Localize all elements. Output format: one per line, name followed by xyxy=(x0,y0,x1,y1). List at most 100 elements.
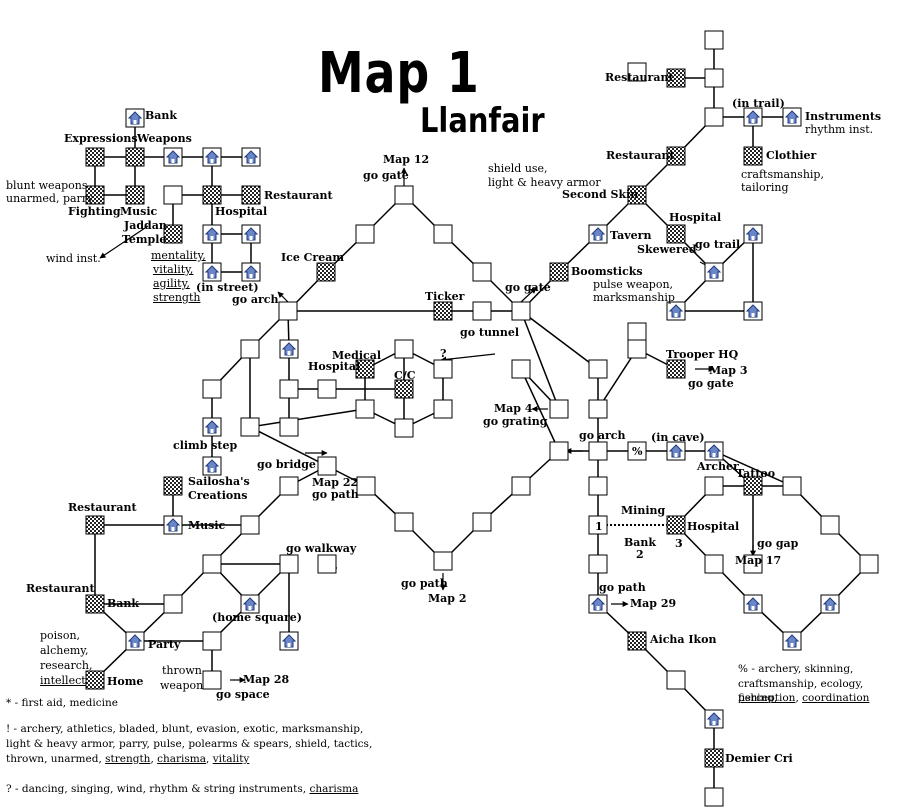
building-room xyxy=(820,594,840,614)
room xyxy=(433,224,453,244)
checkered-cell xyxy=(549,262,569,282)
house-icon xyxy=(745,304,761,318)
room xyxy=(588,399,608,419)
house-door xyxy=(751,236,755,240)
label-vitality: vitality, xyxy=(153,263,194,276)
shop-room xyxy=(85,594,105,614)
room xyxy=(549,441,569,461)
room-cell xyxy=(820,515,840,535)
house-door xyxy=(828,606,832,610)
label-num1: 1 xyxy=(595,520,603,533)
label-home-square: (home square) xyxy=(212,611,303,624)
label-sailosha: Sailosha's xyxy=(188,475,250,488)
checkered-cell xyxy=(433,301,453,321)
label-instruments: Instruments xyxy=(805,110,882,123)
map-path xyxy=(520,310,560,410)
room-cell xyxy=(511,359,531,379)
building-room xyxy=(202,224,222,244)
room xyxy=(202,631,222,651)
shop-room xyxy=(355,359,375,379)
checkered-cell xyxy=(163,224,183,244)
house-icon xyxy=(281,634,297,648)
room xyxy=(394,512,414,532)
label-go-gate-right: go gate xyxy=(688,377,734,390)
checkered-cell xyxy=(666,146,686,166)
room xyxy=(163,594,183,614)
label-go-arch-right: go arch xyxy=(579,429,626,442)
label-restaurant-ll2: Restaurant xyxy=(26,582,95,595)
room xyxy=(240,515,260,535)
room xyxy=(627,322,647,342)
label-hospital-top: Hospital xyxy=(215,205,268,218)
house-icon xyxy=(668,304,684,318)
room-cell xyxy=(202,631,222,651)
label-mining: Mining xyxy=(621,504,666,517)
legend-bang-vitality: vitality xyxy=(212,753,250,765)
shop-room xyxy=(241,185,261,205)
legend-bang-line3-text: thrown, unarmed, xyxy=(6,753,106,765)
room-cell xyxy=(356,476,376,496)
room xyxy=(202,670,222,690)
label-tattoo: Tattoo xyxy=(736,467,776,480)
house-icon xyxy=(745,110,761,124)
label-ticker: Ticker xyxy=(425,290,465,303)
label-jaddan: Jaddan xyxy=(124,219,167,232)
room-cell xyxy=(433,224,453,244)
room-cell xyxy=(317,554,337,574)
label-cc: C/C xyxy=(394,369,416,382)
room-cell xyxy=(163,185,183,205)
label-light-heavy: light & heavy armor xyxy=(488,176,601,189)
label-bank2: Bank xyxy=(624,536,657,549)
label-map12: Map 12 xyxy=(383,153,430,166)
checkered-cell xyxy=(743,146,763,166)
map-title: Map 1 xyxy=(318,41,480,106)
room-cell xyxy=(782,476,802,496)
room xyxy=(279,417,299,437)
label-go-path-29: go path xyxy=(599,581,646,594)
building-room xyxy=(666,301,686,321)
room-cell xyxy=(279,417,299,437)
house-icon xyxy=(745,597,761,611)
room xyxy=(279,476,299,496)
room-cell xyxy=(859,554,879,574)
building-room xyxy=(704,709,724,729)
building-room xyxy=(125,631,145,651)
building-room xyxy=(743,224,763,244)
room xyxy=(433,399,453,419)
label-num2: 2 xyxy=(636,548,644,561)
checkered-cell xyxy=(394,379,414,399)
room xyxy=(627,339,647,359)
house-door xyxy=(210,274,214,278)
building-room xyxy=(743,107,763,127)
house-icon xyxy=(243,150,259,164)
legend-pct-sep: , xyxy=(795,692,803,704)
house-icon xyxy=(784,634,800,648)
label-go-grating: go grating xyxy=(483,415,548,428)
room xyxy=(627,441,647,461)
house-door xyxy=(210,236,214,240)
checkered-cell xyxy=(85,147,105,167)
room xyxy=(240,417,260,437)
room xyxy=(588,476,608,496)
label-restaurant-left: Restaurant xyxy=(264,189,333,202)
label-music-top: Music xyxy=(120,205,158,218)
label-fighting: Fighting xyxy=(68,205,121,218)
label-unarmed-parry: unarmed, parry xyxy=(6,192,94,205)
room xyxy=(394,418,414,438)
label-wind-inst: wind inst. xyxy=(46,252,101,265)
room-cell xyxy=(511,476,531,496)
house-door xyxy=(249,236,253,240)
shop-room xyxy=(743,146,763,166)
label-hospital-mid: Hospital xyxy=(308,360,361,373)
shop-room xyxy=(125,147,145,167)
building-room xyxy=(125,108,145,128)
room-cell xyxy=(627,339,647,359)
shop-room xyxy=(85,185,105,205)
label-question: ? xyxy=(440,347,447,360)
room xyxy=(433,551,453,571)
shop-room xyxy=(85,515,105,535)
room xyxy=(394,185,414,205)
room xyxy=(666,670,686,690)
label-demier: Demier Cri xyxy=(725,752,793,765)
shop-room xyxy=(85,147,105,167)
